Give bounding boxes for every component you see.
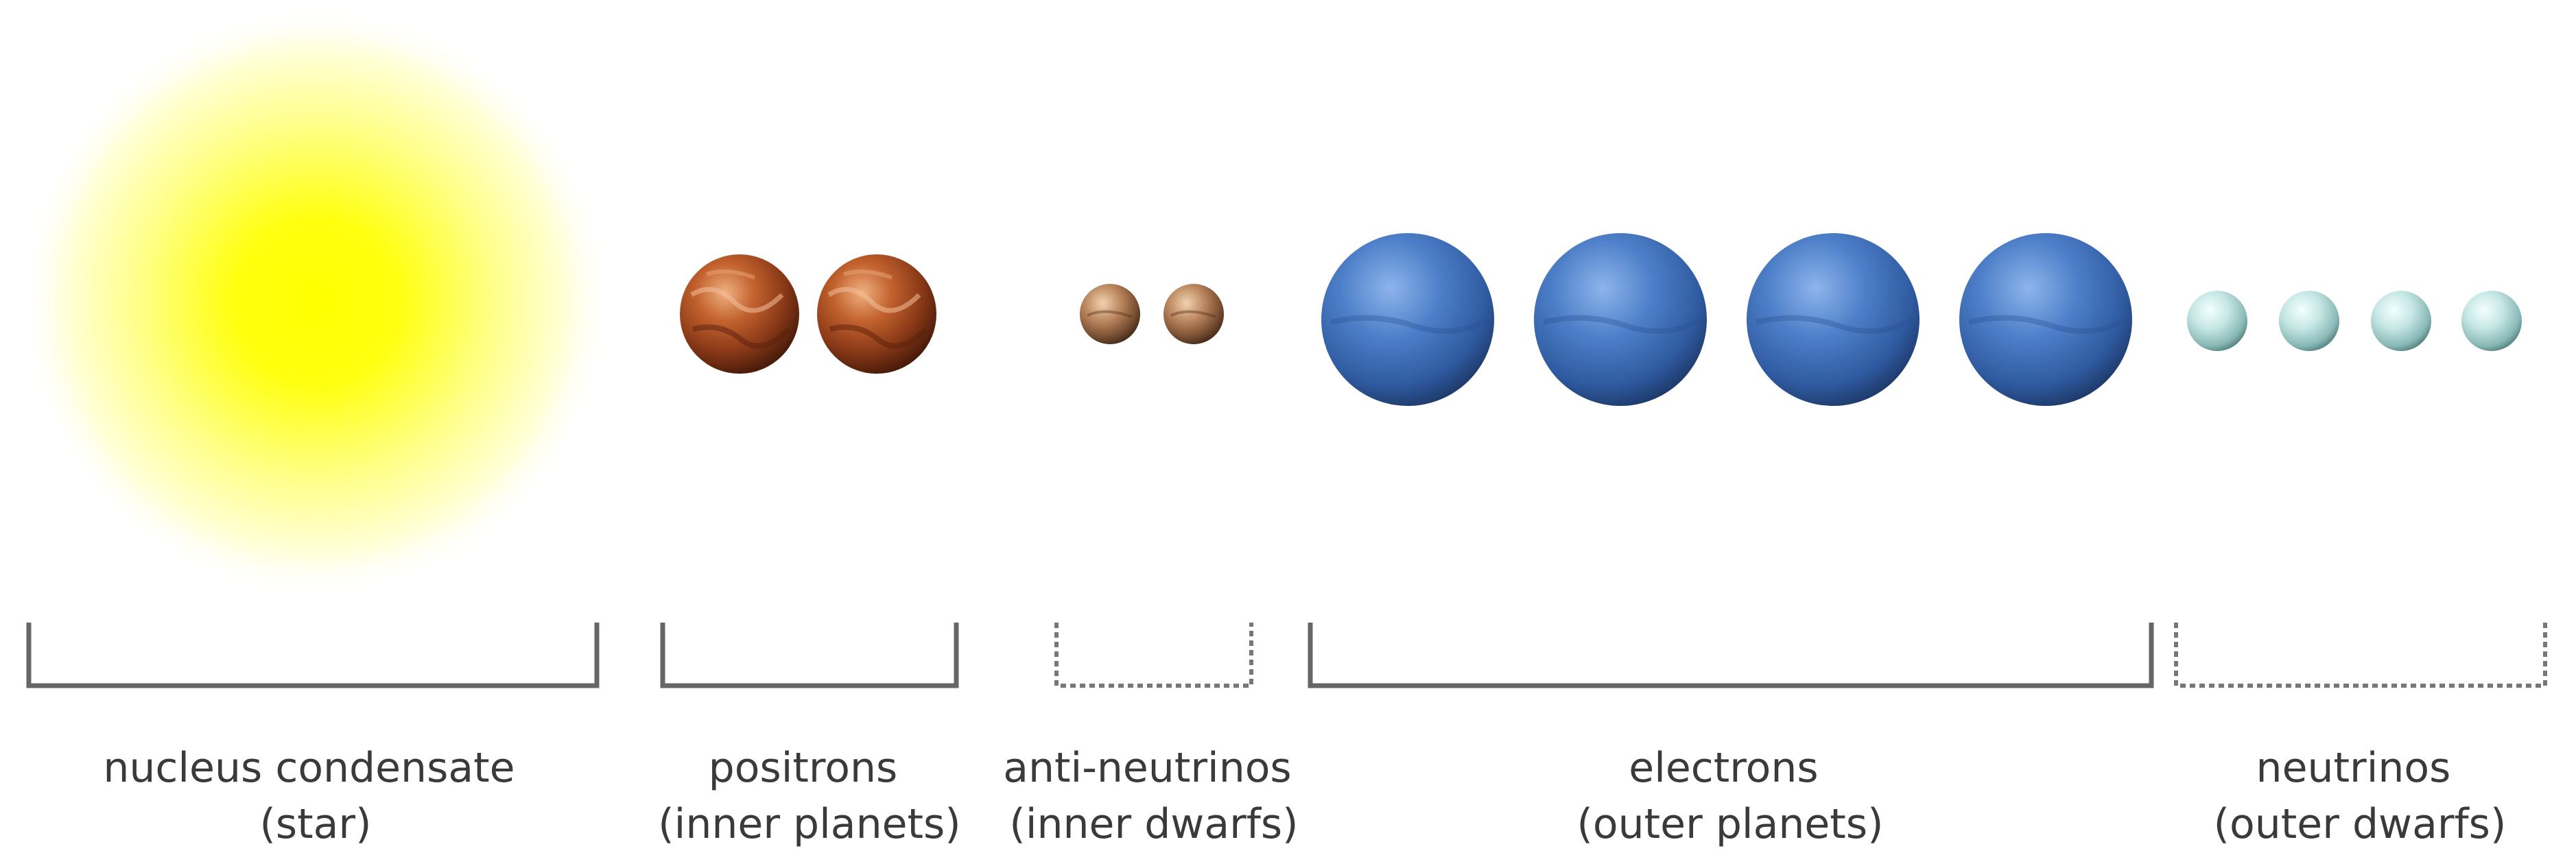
label-anti-neutrinos-line1: anti-neutrinos [1003, 744, 1291, 792]
label-neutrinos-line1: neutrinos [2256, 744, 2451, 792]
group-nucleus: nucleus condensate (star) [21, 7, 611, 848]
group-anti-neutrinos: anti-neutrinos (inner dwarfs) [1003, 284, 1305, 848]
svg-text:positrons (inner planets: positrons (inner planets) [658, 744, 960, 848]
rocky-dwarf-icon [1080, 284, 1140, 344]
group-neutrinos: neutrinos (outer dwarfs) [2174, 291, 2547, 848]
label-neutrinos-line2: (outer dwarfs) [2214, 800, 2507, 848]
rocky-dwarf-icon [1163, 284, 1224, 344]
gas-planet-icon [1321, 233, 1494, 406]
icy-dwarf-icon [2371, 291, 2431, 351]
label-anti-neutrinos-line2: (inner dwarfs) [1009, 800, 1298, 848]
gas-planet-icon [1534, 233, 1707, 406]
label-positrons-line2: (inner planets) [658, 800, 960, 848]
bracket-nucleus [26, 623, 600, 688]
svg-text:neutrinos (outer dwarfs): neutrinos (outer dwarfs) [2214, 744, 2507, 848]
bracket-electrons [1308, 623, 2154, 688]
star-icon [21, 7, 611, 597]
label-electrons-line2: (outer planets) [1577, 800, 1884, 848]
label-nucleus-line1: nucleus condensate [103, 744, 515, 792]
bracket-anti-neutrinos [1054, 623, 1253, 688]
gas-planet-icon [1959, 233, 2132, 406]
bracket-neutrinos [2174, 623, 2547, 688]
group-electrons: electrons (outer planets) [1308, 233, 2154, 848]
rocky-planet-icon [680, 254, 799, 374]
icy-dwarf-icon [2461, 291, 2522, 351]
gas-planet-icon [1747, 233, 1919, 406]
svg-text:electrons (outer planets: electrons (outer planets) [1577, 744, 1884, 848]
rocky-planet-icon [817, 254, 936, 374]
icy-dwarf-icon [2279, 291, 2339, 351]
svg-text:anti-neutrinos (inner dw: anti-neutrinos (inner dwarfs) [1003, 744, 1305, 848]
bracket-positrons [660, 623, 959, 688]
label-electrons-line1: electrons [1629, 744, 1818, 792]
group-positrons: positrons (inner planets) [658, 254, 961, 848]
icy-dwarf-icon [2187, 291, 2247, 351]
label-positrons-line1: positrons [709, 744, 898, 792]
svg-text:nucleus condensate (star: nucleus condensate (star) [103, 744, 528, 848]
label-nucleus-line2: (star) [259, 800, 371, 848]
